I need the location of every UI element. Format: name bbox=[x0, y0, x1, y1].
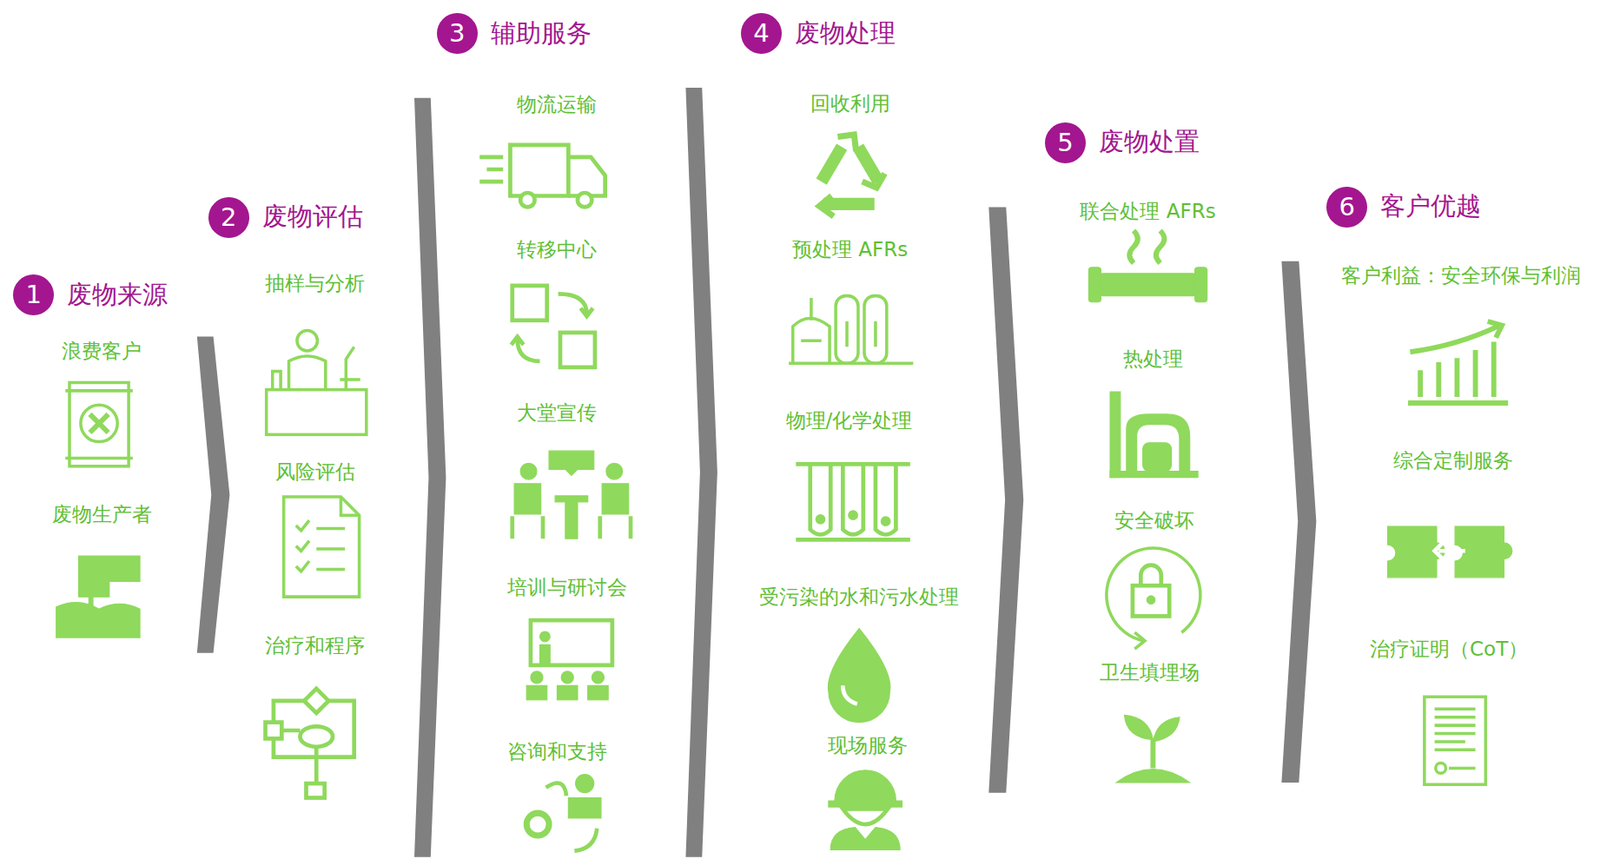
step-number: 6 bbox=[1326, 186, 1368, 228]
step-heading: 废物处理 bbox=[794, 16, 896, 52]
step-number: 3 bbox=[436, 13, 478, 54]
item-label: 大堂宣传 bbox=[516, 401, 597, 426]
step-circle: 4废物处理 bbox=[740, 13, 782, 54]
item-label: 治疗证明（CoT） bbox=[1369, 638, 1528, 663]
step-circle: 2废物评估 bbox=[208, 197, 250, 239]
item-label: 客户利益：安全环保与利润 bbox=[1341, 264, 1581, 290]
step-heading: 废物处置 bbox=[1098, 125, 1200, 160]
item-label: 培训与研讨会 bbox=[507, 575, 628, 601]
item-label: 治疗和程序 bbox=[264, 634, 365, 659]
step-number: 1 bbox=[13, 274, 54, 316]
item-label: 浪费客户 bbox=[61, 339, 142, 364]
step-number: 2 bbox=[208, 197, 250, 239]
item-label: 现场服务 bbox=[827, 733, 908, 759]
item-label: 咨询和支持 bbox=[507, 740, 608, 765]
item-label: 废物生产者 bbox=[52, 502, 153, 528]
step-number: 5 bbox=[1044, 122, 1086, 164]
item-label: 热处理 bbox=[1123, 347, 1184, 372]
step-heading: 废物来源 bbox=[66, 277, 168, 313]
icons bbox=[56, 134, 1513, 852]
step-heading: 废物评估 bbox=[262, 199, 364, 235]
step-heading: 辅助服务 bbox=[490, 16, 592, 52]
item-label: 安全破坏 bbox=[1114, 509, 1195, 534]
step-circle: 3辅助服务 bbox=[436, 13, 478, 54]
item-label: 卫生填埋场 bbox=[1099, 661, 1200, 687]
item-label: 风险评估 bbox=[275, 460, 356, 485]
step-number: 4 bbox=[740, 13, 782, 54]
item-label: 抽样与分析 bbox=[264, 271, 365, 297]
step-circle: 1废物来源 bbox=[13, 274, 54, 316]
step-heading: 客户优越 bbox=[1380, 189, 1481, 225]
item-label: 联合处理 AFRs bbox=[1079, 200, 1216, 225]
item-label: 物理/化学处理 bbox=[786, 409, 913, 434]
chevrons bbox=[197, 87, 1317, 858]
item-label: 预处理 AFRs bbox=[792, 238, 908, 263]
step-circle: 6客户优越 bbox=[1326, 186, 1368, 228]
item-label: 受污染的水和污水处理 bbox=[759, 586, 959, 611]
item-label: 综合定制服务 bbox=[1393, 449, 1514, 474]
step-circle: 5废物处置 bbox=[1044, 122, 1086, 164]
item-label: 转移中心 bbox=[516, 238, 597, 263]
item-label: 回收利用 bbox=[810, 92, 891, 117]
item-label: 物流运输 bbox=[516, 92, 597, 118]
